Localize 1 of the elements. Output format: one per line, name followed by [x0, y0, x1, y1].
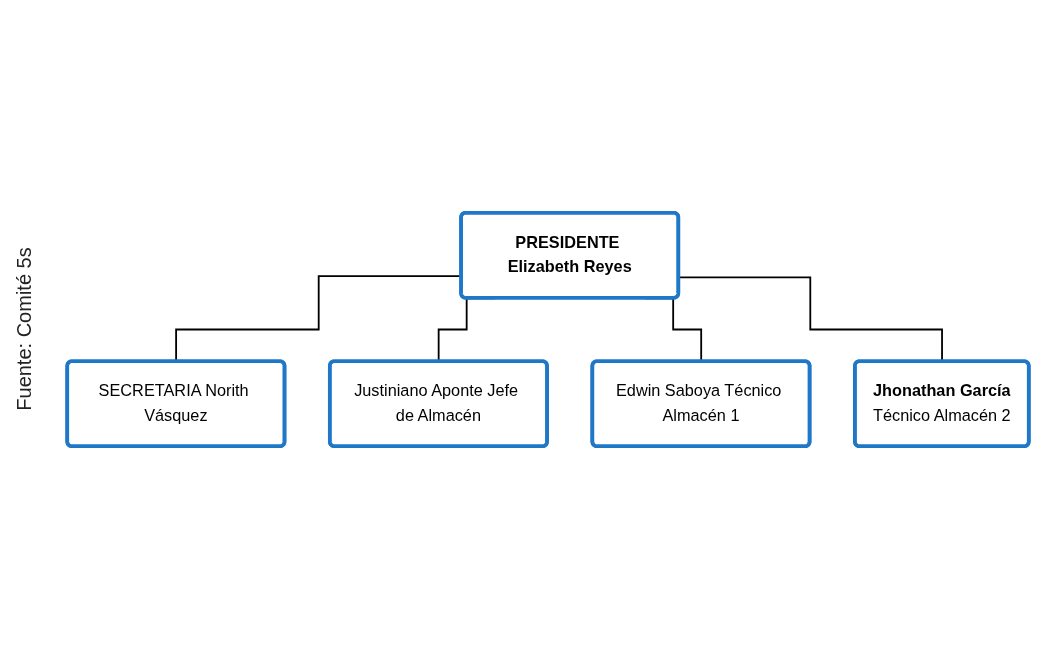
source-note: Fuente: Comité 5s	[12, 247, 36, 411]
